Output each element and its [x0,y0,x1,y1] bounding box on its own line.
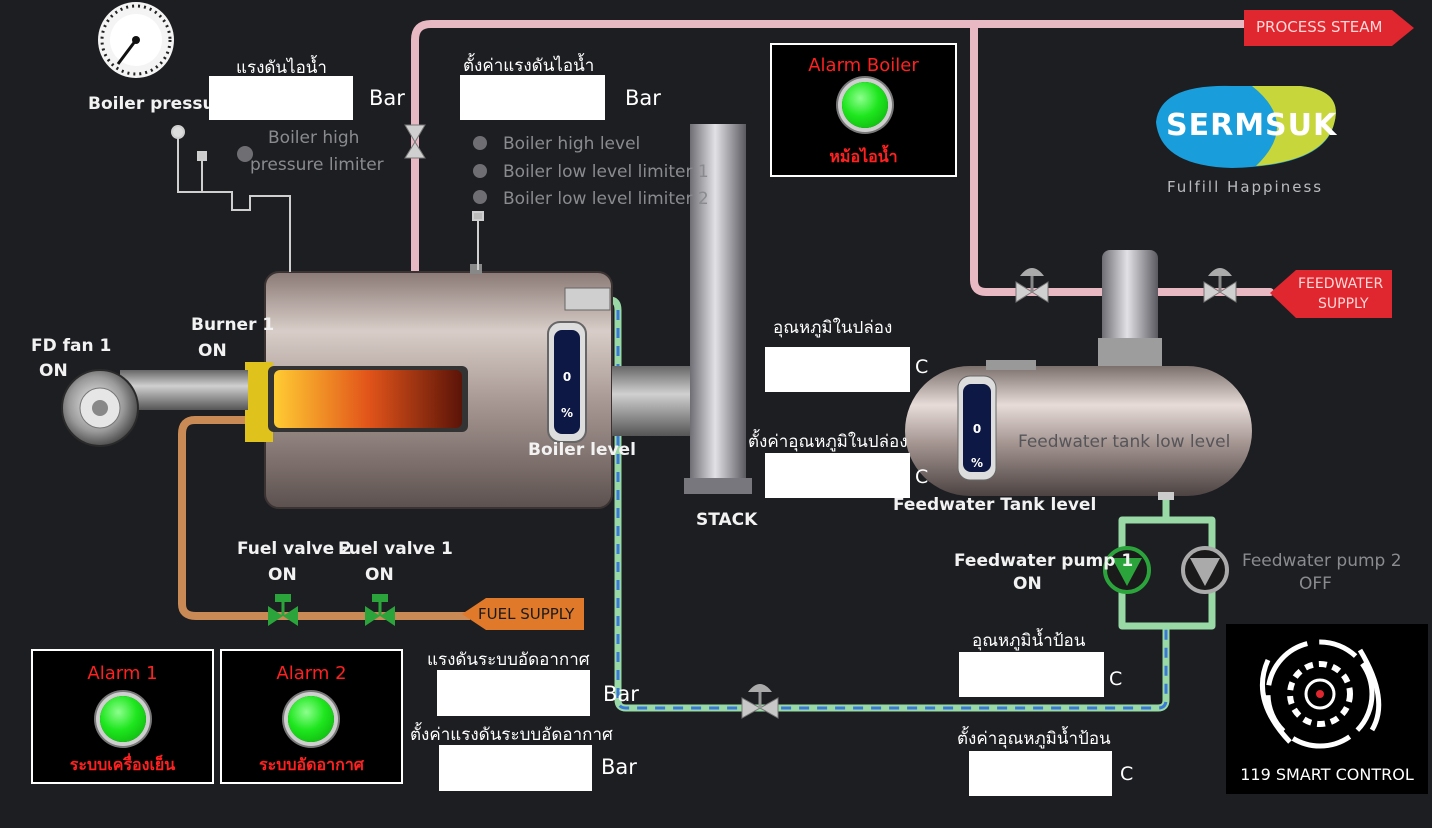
air-pressure-field[interactable] [437,670,590,716]
fd-fan-label: FD fan 1 [31,336,112,356]
boiler-drum [245,264,613,509]
feedwater-temp-setpoint-label: ตั้งค่าอุณหภูมิน้ำป้อน [957,729,1111,749]
feedwater-tank-level-label: Feedwater Tank level [893,495,1097,515]
alarm-boiler-lamp [842,82,888,128]
boiler-level-gauge [547,321,587,443]
stack-temp-setpoint-unit: C [915,466,929,488]
valve-icon [404,124,426,159]
sermsuk-logo [1156,85,1336,168]
stack-temp-label: อุณหภูมิในปล่อง [773,318,893,338]
alarm-2-title: Alarm 2 [276,663,347,684]
boiler-low-level-limiter-2-label: Boiler low level limiter 2 [503,189,709,209]
boiler-level-label: Boiler level [528,440,636,460]
steam-pressure-unit: Bar [369,86,405,110]
stack [612,124,752,494]
pressure-sensor [171,125,484,272]
fuel-valve-2-label: Fuel valve 2 [237,539,352,559]
feedwater-pump-1-label: Feedwater pump 1 [954,551,1134,571]
alarm-2-subtitle: ระบบอัดอากาศ [259,755,364,774]
feedwater-temp-unit: C [1109,668,1123,690]
steam-pipe [411,20,1274,296]
feedwater-supply-text-1: FEEDWATER [1298,276,1384,292]
fuel-supply-tag [462,598,584,630]
tank-level-value: 0 [972,422,982,436]
steam-pressure-setpoint-label: ตั้งค่าแรงดันไอน้ำ [463,56,595,76]
process-steam-text: PROCESS STEAM [1256,18,1383,36]
steam-pressure-label: แรงดันไอน้ำ [236,58,327,78]
boiler-pressure-label: Boiler pressure [88,94,235,114]
steam-pressure-setpoint-unit: Bar [625,86,661,110]
smart-control-wordmark: 119 SMART CONTROL [1240,765,1414,784]
fuel-valve-2-state: ON [268,565,297,585]
alarm-2-lamp [288,696,334,742]
air-pressure-setpoint-label: ตั้งค่าแรงดันระบบอัดอากาศ [410,725,613,745]
sermsuk-tagline: Fulfill Happiness [1167,178,1324,196]
sermsuk-wordmark: SERMSUK [1166,108,1338,143]
air-pressure-label: แรงดันระบบอัดอากาศ [427,650,590,670]
stack-label: STACK [696,510,758,530]
feedwater-tank-low-level-label: Feedwater tank low level [1018,432,1231,452]
feedwater-pump-1-state: ON [1013,574,1042,594]
feedwater-pump-2-state: OFF [1299,574,1332,594]
alarm-1-title: Alarm 1 [87,663,158,684]
pump-icon [1103,546,1151,594]
air-pressure-unit: Bar [603,682,639,706]
deaerator [1098,250,1162,374]
burner-duct [120,370,248,410]
alarm-boiler-subtitle: หม้อไอน้ำ [829,147,898,166]
fan-icon [61,369,139,447]
feedwater-supply-text-2: SUPPLY [1318,296,1369,312]
gauge-icon [98,2,174,78]
alarm-1-subtitle: ระบบเครื่องเย็น [69,755,176,774]
pump-icon [1181,546,1229,594]
burner-state: ON [198,341,227,361]
stack-temp-field[interactable] [765,347,910,392]
alarm-boiler-panel[interactable]: Alarm Boiler หม้อไอน้ำ [770,43,957,177]
boiler-high-pressure-limiter-label: Boiler high [268,128,360,148]
air-pressure-setpoint-unit: Bar [601,755,637,779]
process-steam-tag [1244,10,1414,46]
alarm-1-panel[interactable]: Alarm 1 ระบบเครื่องเย็น [31,649,214,784]
boiler-high-level-label: Boiler high level [503,134,641,154]
stack-temp-unit: C [915,356,929,378]
feedwater-temp-field[interactable] [959,652,1104,697]
fd-fan-state: ON [39,361,68,381]
air-pressure-setpoint-field[interactable] [439,745,592,791]
stack-temp-setpoint-field[interactable] [765,453,910,498]
fuel-pipe [178,416,470,620]
valve-icon [741,684,779,719]
boiler-high-pressure-limiter-label-2: pressure limiter [250,155,384,175]
steam-pressure-field[interactable] [209,76,353,120]
boiler-level-value: 0 [562,370,572,384]
feedwater-tank [905,360,1252,500]
feedwater-temp-setpoint-unit: C [1120,763,1134,785]
tank-level-unit: % [970,456,984,470]
gear-logo-icon [1226,624,1428,794]
feedwater-supply-tag [1270,270,1392,318]
feedwater-temp-label: อุณหภูมิน้ำป้อน [972,631,1086,651]
feedwater-temp-setpoint-field[interactable] [969,751,1112,796]
boiler-level-unit: % [560,406,574,420]
alarm-2-panel[interactable]: Alarm 2 ระบบอัดอากาศ [220,649,403,784]
alarm-boiler-title: Alarm Boiler [808,55,919,76]
valve-icon [268,594,395,626]
valve-icon [1015,268,1237,303]
boiler-low-level-limiter-1-label: Boiler low level limiter 1 [503,162,709,182]
alarm-1-lamp [100,696,146,742]
fuel-supply-text: FUEL SUPPLY [478,605,575,623]
burner-label: Burner 1 [191,315,275,335]
stack-temp-setpoint-label: ตั้งค่าอุณหภูมิในปล่อง [748,432,908,452]
fuel-valve-1-label: Fuel valve 1 [338,539,453,559]
feedwater-pump-2-label: Feedwater pump 2 [1242,551,1402,571]
fuel-valve-1-state: ON [365,565,394,585]
steam-pressure-setpoint-field[interactable] [460,75,605,120]
